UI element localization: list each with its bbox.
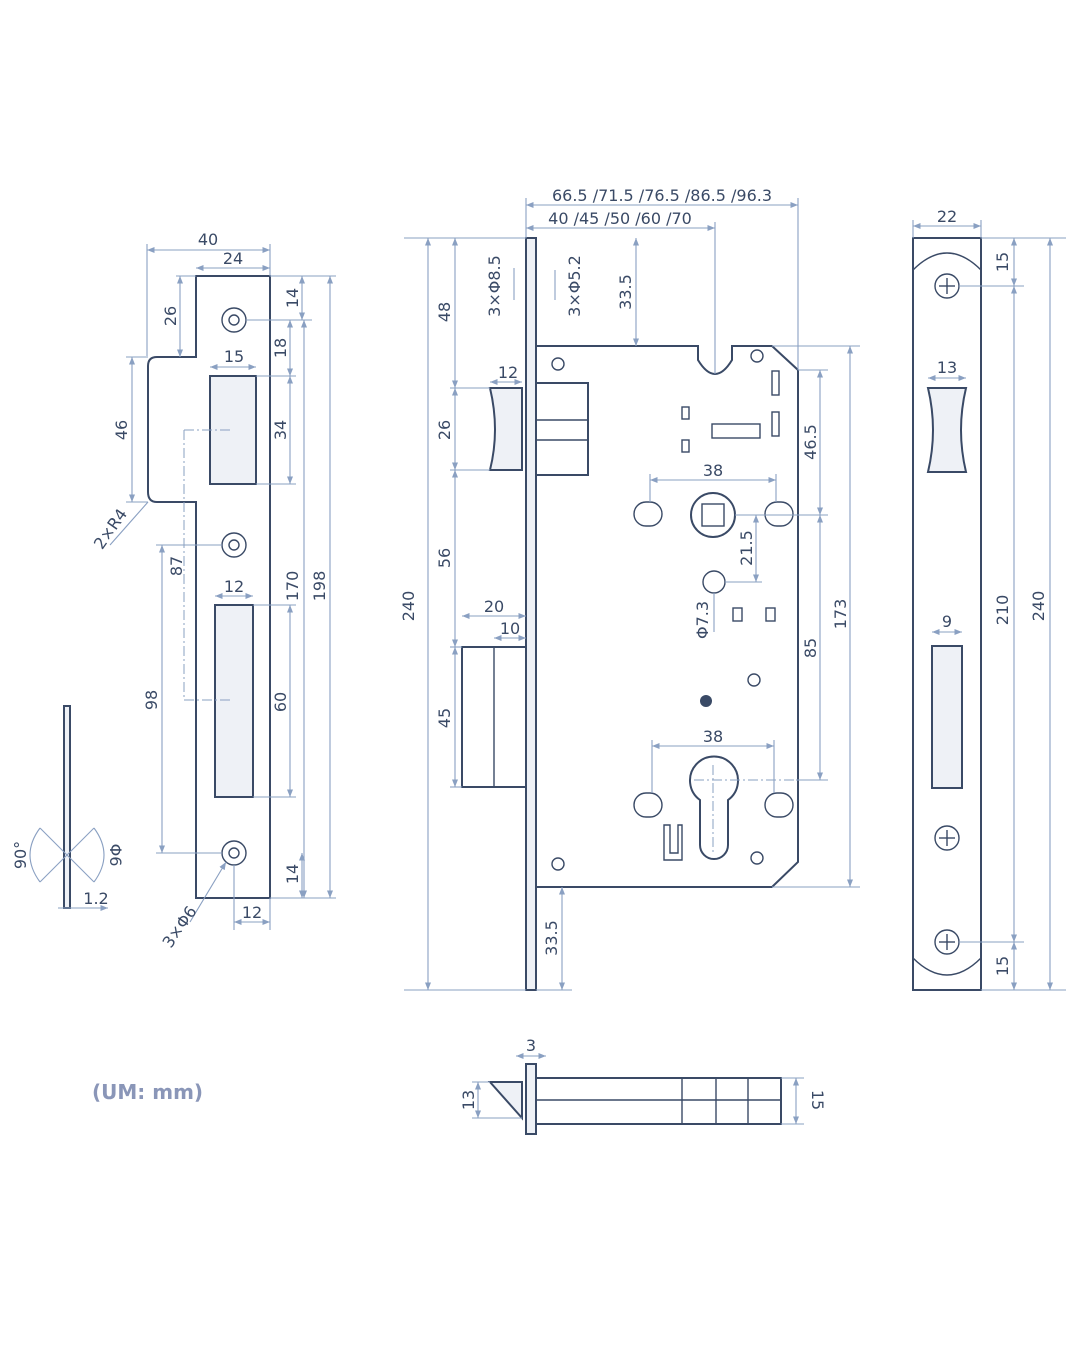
dim-top-hole-offset: 14 (283, 288, 302, 308)
dim-case-height: 173 (831, 599, 850, 630)
dim-faceplate-bolt-width: 9 (942, 612, 952, 631)
dim-notch-top: 26 (161, 306, 180, 326)
euro-cylinder-cutout (689, 755, 739, 860)
dim-slot-top-offset: 18 (271, 338, 290, 358)
dim-slot2-height: 60 (271, 692, 290, 712)
units-label: (UM: mm) (92, 1080, 203, 1104)
dim-bolt-offset: 10 (500, 619, 520, 638)
dim-strike-holes: 3×Φ6 (158, 902, 200, 951)
dim-faceplate-holes-small: 3×Φ5.2 (565, 255, 584, 317)
dim-notch-height: 46 (112, 420, 131, 440)
dim-latch-to-bolt: 56 (435, 548, 454, 568)
dim-strike-width-outer: 40 (198, 230, 218, 249)
faceplate-hole-middle (934, 825, 960, 851)
dim-handle-spacing-top: 38 (703, 461, 723, 480)
dim-latch-width: 12 (498, 363, 518, 382)
dim-bolt-side-thickness: 3 (526, 1036, 536, 1055)
dim-countersink-angle: 90° (11, 841, 30, 869)
dim-hole-diameter: Φ7.3 (693, 601, 712, 639)
dim-lock-total-height: 240 (399, 591, 418, 622)
dim-faceplate-hole-spacing: 210 (993, 595, 1012, 626)
faceplate-latch-opening (926, 387, 968, 473)
dim-countersink-diameter: Φ6 (106, 844, 125, 867)
dim-follower-to-hole: 21.5 (737, 530, 756, 566)
bolt-side-latch (487, 1081, 523, 1121)
bolt-side-body (535, 1077, 782, 1125)
faceplate-front-view: 22 15 13 9 210 240 15 (912, 207, 1066, 991)
dim-strike-total-height: 198 (310, 571, 329, 602)
dim-top-to-follower: 46.5 (801, 424, 820, 460)
dim-slot1-height: 34 (271, 420, 290, 440)
dim-backset-short: 40 /45 /50 /60 /70 (548, 209, 692, 228)
dim-top-to-latch: 48 (435, 302, 454, 322)
dim-slot-span: 170 (283, 571, 302, 602)
dim-follower-to-cylinder: 85 (801, 638, 820, 658)
dim-faceplate-width: 22 (937, 207, 957, 226)
bolt-slot (214, 604, 254, 798)
dim-bottom-to-case: 33.5 (542, 920, 561, 956)
dim-bolt-side-latch-height: 13 (459, 1090, 478, 1110)
faceplate-outline (912, 237, 982, 991)
dim-bottom-hole-offset: 14 (283, 864, 302, 884)
dim-faceplate-holes-large: 3×Φ8.5 (485, 255, 504, 317)
dim-plate-thickness: 1.2 (83, 889, 108, 908)
dim-bolt-height: 45 (435, 708, 454, 728)
faceplate-bolt-opening (931, 645, 963, 789)
dim-bolt-width: 20 (484, 597, 504, 616)
lock-body: 66.5 /71.5 /76.5 /86.5 /96.3 40 /45 /50 … (399, 186, 860, 991)
dim-strike-width-inner: 24 (223, 249, 243, 268)
bolt-side-view: 3 13 15 (459, 1036, 827, 1135)
strike-plate: 40 24 26 46 2×R4 15 14 18 34 87 98 12 17… (90, 230, 336, 951)
latch-head (488, 387, 523, 471)
dim-bottom-width: 12 (242, 903, 262, 922)
dim-backset-long: 66.5 /71.5 /76.5 /86.5 /96.3 (552, 186, 772, 205)
dim-bolt-side-body-height: 15 (808, 1090, 827, 1110)
bolt-side-faceplate (525, 1063, 537, 1135)
handle-follower (690, 492, 736, 538)
dim-faceplate-top-offset: 15 (993, 252, 1012, 272)
dim-latch-height: 26 (435, 420, 454, 440)
dim-slot2-width: 12 (224, 577, 244, 596)
screw-hole-bottom (221, 840, 247, 866)
latch-bolt (535, 382, 589, 476)
screw-hole-top (221, 307, 247, 333)
dim-slot1-width: 15 (224, 347, 244, 366)
dim-faceplate-bottom-offset: 15 (993, 956, 1012, 976)
faceplate-hole-top (934, 273, 960, 299)
dim-faceplate-total-height: 240 (1029, 591, 1048, 622)
faceplate-hole-bottom (934, 929, 960, 955)
lock-faceplate (525, 237, 537, 991)
screw-hole-middle (221, 532, 247, 558)
dim-top-to-case: 33.5 (616, 274, 635, 310)
lock-case-outline (535, 345, 799, 888)
countersink-detail: 90° Φ6 1.2 (11, 705, 125, 912)
dim-hole-spacing-upper: 87 (167, 556, 186, 576)
strike-plate-outline (147, 275, 271, 899)
dim-handle-spacing-bottom: 38 (703, 727, 723, 746)
dim-hole-spacing-lower: 98 (142, 690, 161, 710)
dim-faceplate-latch-width: 13 (937, 358, 957, 377)
